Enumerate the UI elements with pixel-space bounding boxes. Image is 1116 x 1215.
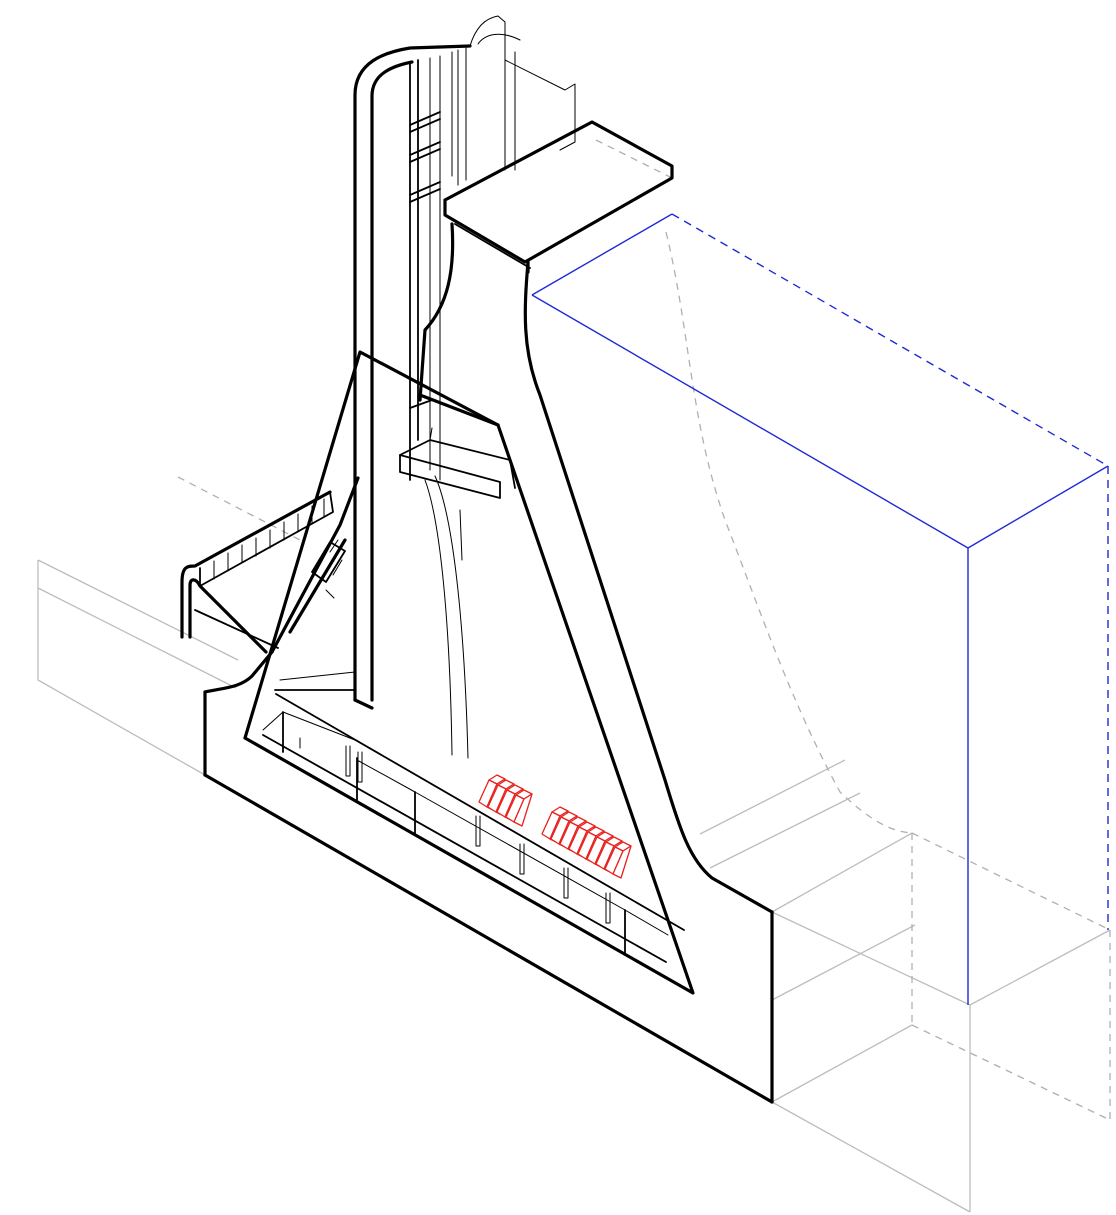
anchor-rod <box>357 751 363 783</box>
context-ground-lines <box>37 559 1111 1213</box>
anchor-rod <box>605 892 611 924</box>
anchor-rod <box>345 745 351 777</box>
highlighted-elements <box>478 774 632 879</box>
highlighted-bar <box>505 789 533 827</box>
anchor-rod <box>475 815 481 847</box>
context-dashed-lines <box>177 139 1111 1121</box>
building-volume-outline <box>531 213 1109 1005</box>
left-canopy <box>180 490 334 654</box>
anchor-rod <box>519 843 525 875</box>
anchor-rods <box>345 745 611 924</box>
structural-section <box>203 15 774 1104</box>
anchor-rod <box>563 867 569 899</box>
highlighted-bar <box>604 841 632 879</box>
